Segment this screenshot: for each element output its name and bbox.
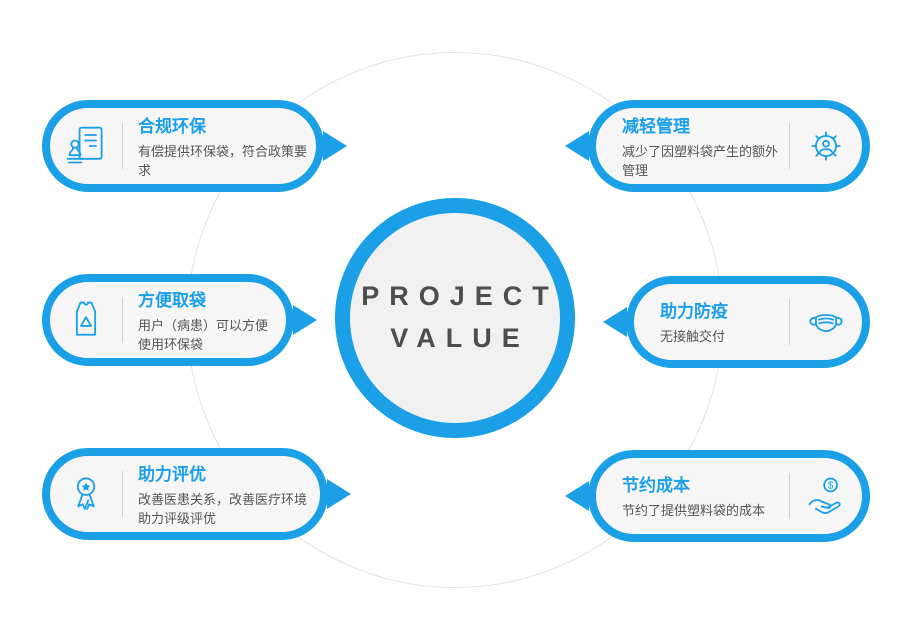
center-title-line1: PROJECT [361,281,559,312]
card-convenience: 方便取袋 用户（病患）可以方便使用环保袋 [42,274,317,366]
medal-icon [50,472,122,516]
gear-user-icon [790,124,862,168]
divider [789,473,790,519]
card-title: 助力防疫 [660,302,728,322]
card-title: 减轻管理 [622,116,690,136]
card-pointer [323,131,347,161]
card-desc: 无接触交付 [660,329,726,345]
card-title: 方便取袋 [138,290,206,310]
center-title-line2: VALUE [390,323,530,353]
card-pointer [565,481,589,511]
bag-recycle-icon [50,298,122,342]
card-title: 助力评优 [138,464,206,484]
card-desc: 减少了因塑料袋产生的额外管理 [622,143,779,179]
card-title: 节约成本 [622,476,690,496]
card-desc: 有偿提供环保袋，符合政策要求 [138,143,308,179]
card-title: 合规环保 [138,116,206,136]
card-management: 减轻管理 减少了因塑料袋产生的额外管理 [565,100,870,192]
card-cost-saving: 节约成本 节约了提供塑料袋的成本 $ [565,450,870,542]
center-circle: PROJECT VALUE [335,198,575,438]
card-epidemic: 助力防疫 无接触交付 [603,276,870,368]
divider [789,123,790,169]
card-pointer [565,131,589,161]
mask-icon [790,300,862,344]
divider [122,471,123,517]
card-pointer [603,307,627,337]
card-compliance: 合规环保 有偿提供环保袋，符合政策要求 [42,100,347,192]
divider [122,297,123,343]
card-pointer [293,305,317,335]
card-desc: 用户（病患）可以方便使用环保袋 [138,317,269,353]
divider [789,299,790,345]
card-rating: 助力评优 改善医患关系，改善医疗环境助力评级评优 [42,448,351,540]
card-desc: 节约了提供塑料袋的成本 [622,503,766,519]
hand-coin-icon: $ [790,474,862,518]
card-desc: 改善医患关系，改善医疗环境助力评级评优 [138,491,308,527]
divider [122,123,123,169]
svg-text:$: $ [828,481,834,492]
stamp-icon [50,124,122,168]
card-pointer [327,479,351,509]
